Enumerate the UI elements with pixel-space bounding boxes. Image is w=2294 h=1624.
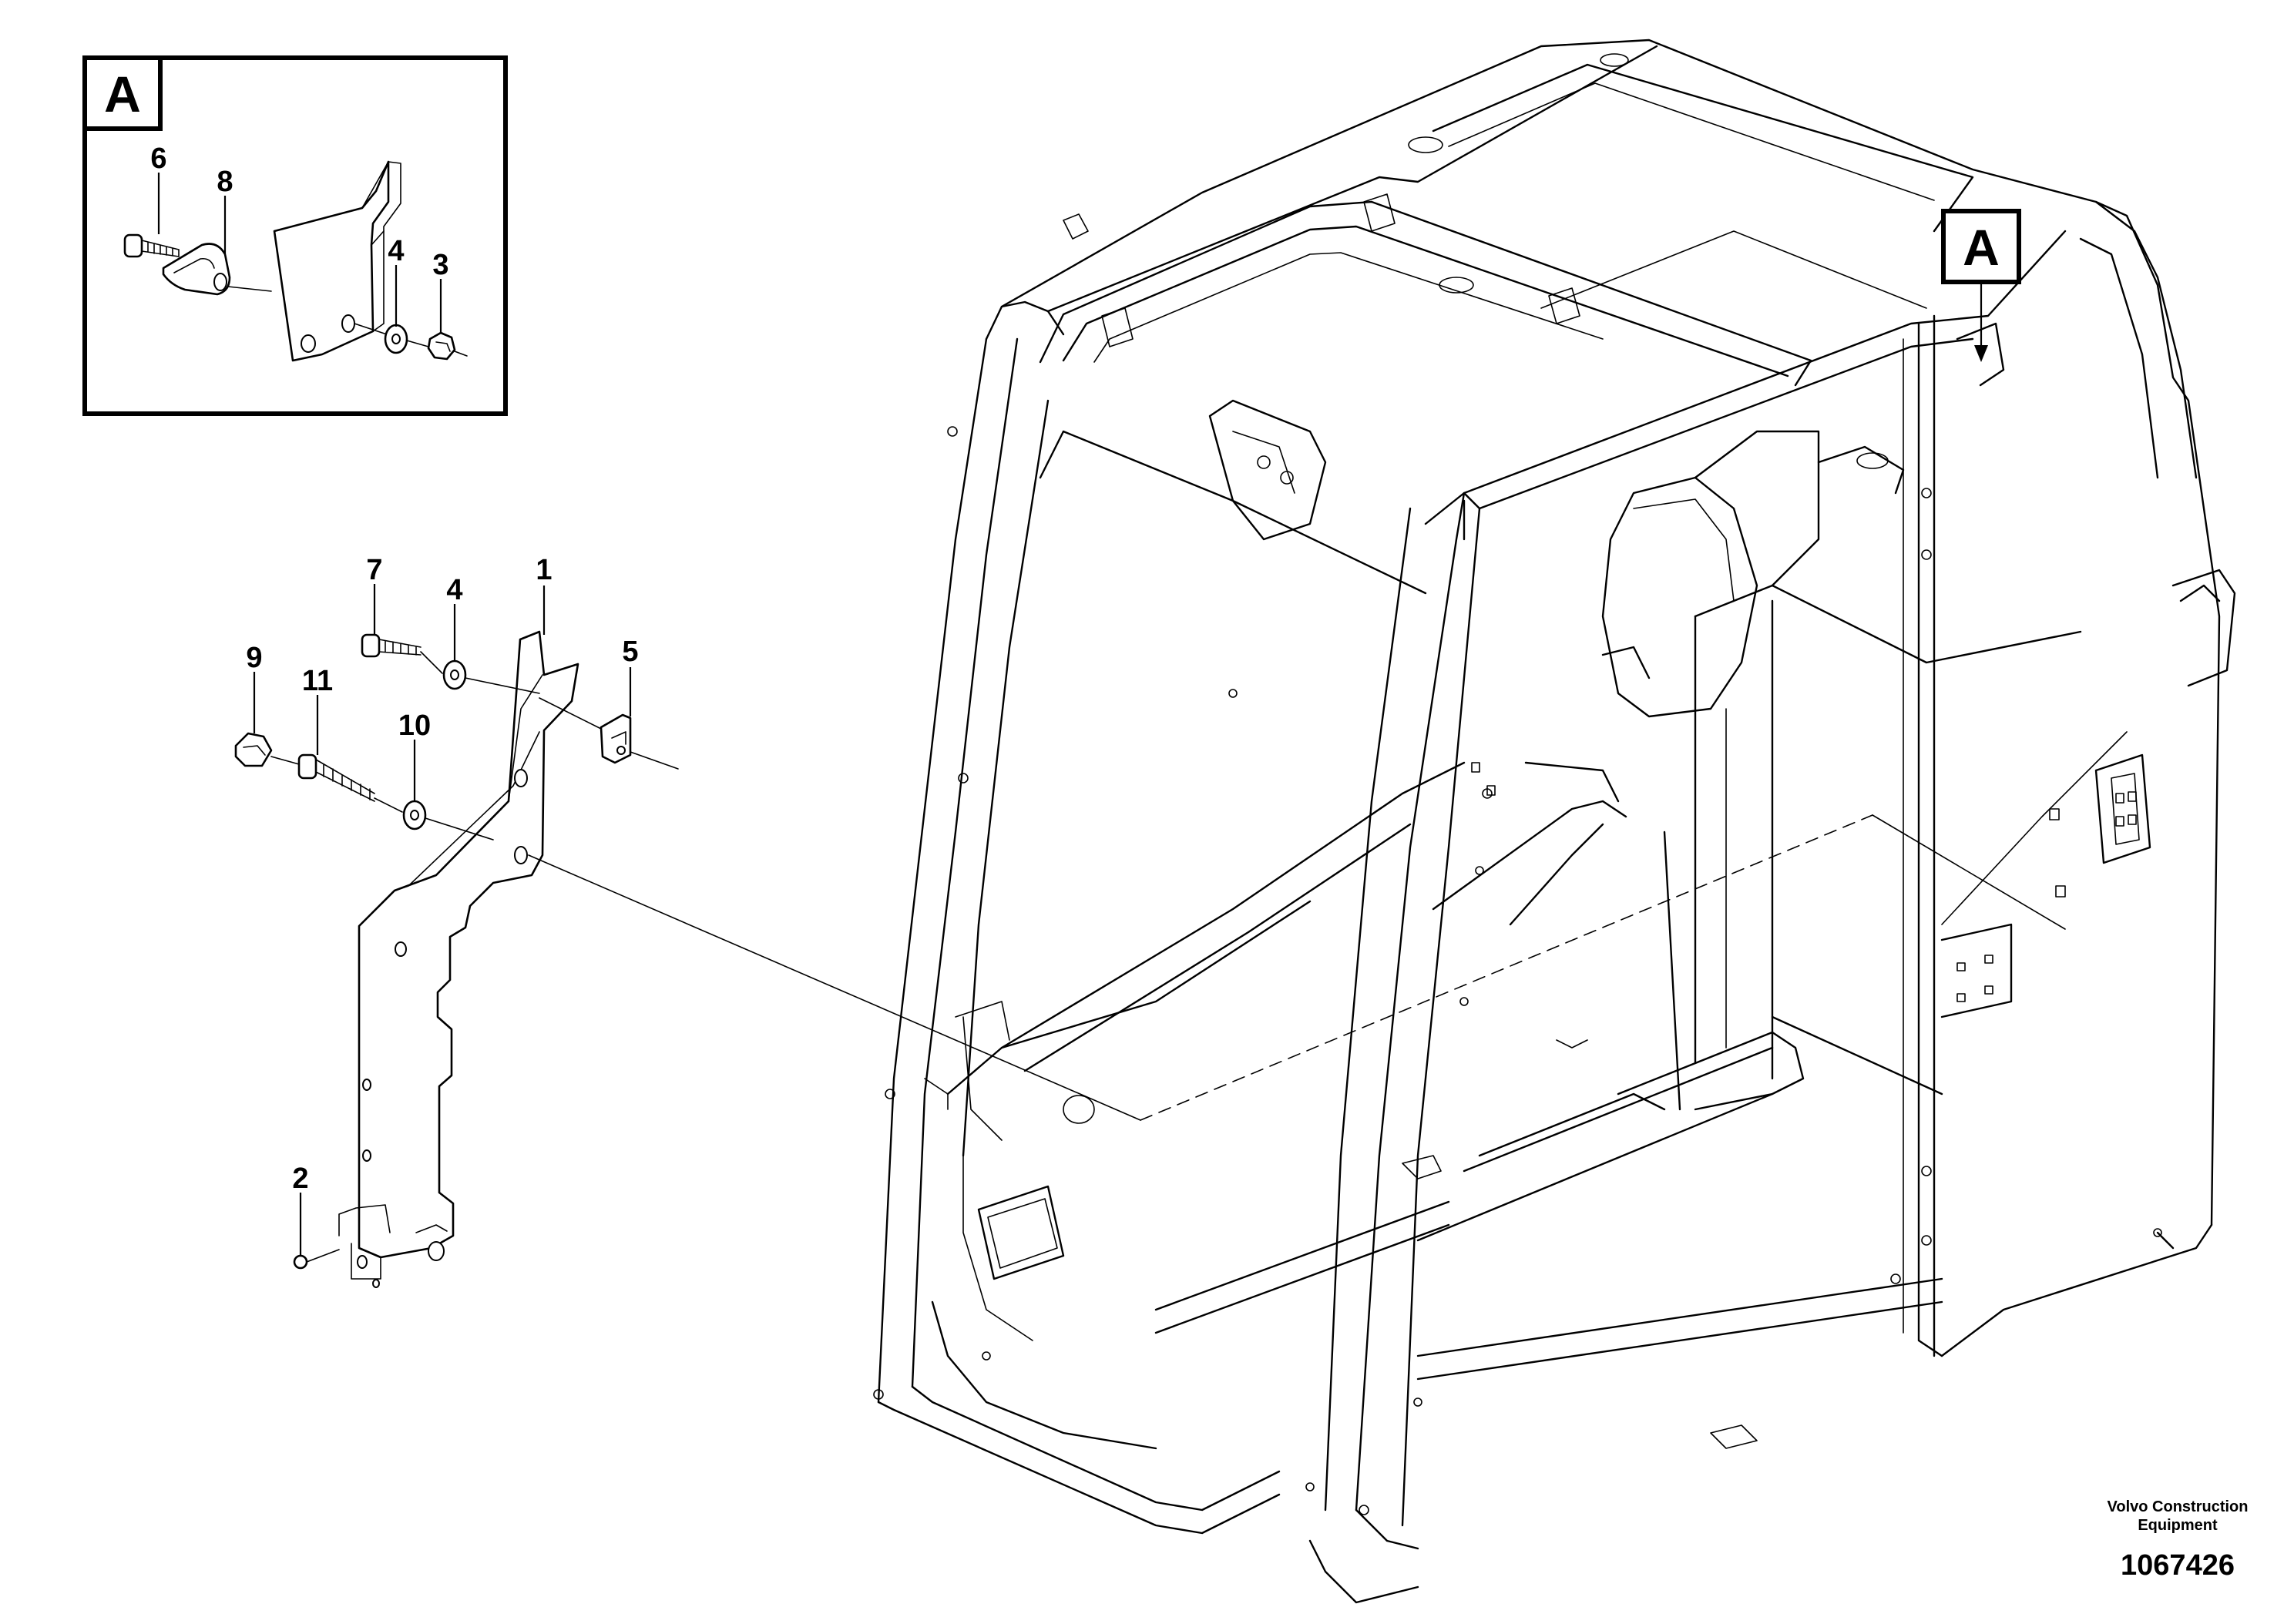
bracket-assembly: 1 7 4 5 9 11 10 2: [234, 554, 2066, 1288]
detail-nut-3: [427, 331, 456, 361]
bracket-part-1: [338, 630, 579, 1288]
detail-bracket-plate: [273, 160, 401, 362]
nut-part-9: [234, 732, 273, 767]
clip-nut-part-5: [600, 713, 632, 764]
detail-clip-8: [162, 243, 231, 296]
callout-10: 10: [398, 710, 431, 742]
washer-part-10: [402, 800, 427, 830]
publisher-line-1: Volvo Construction: [2108, 1498, 2249, 1515]
callout-7: 7: [366, 554, 382, 586]
assembly-line-solid: [528, 854, 1141, 1121]
bolt-part-11: [297, 753, 375, 802]
callout-11: 11: [302, 665, 333, 697]
detail-washer-4: [384, 324, 408, 354]
cab-view-a-label: A: [1941, 209, 2021, 362]
screw-part-7: [361, 633, 422, 658]
detail-callout-3: 3: [432, 249, 448, 281]
detail-callout-4: 4: [388, 235, 404, 267]
detail-view-letter: A: [104, 65, 141, 122]
cab-frame: [873, 39, 2236, 1604]
detail-view-label-box: [82, 55, 163, 131]
cab-view-a-box: [1941, 209, 2021, 284]
cab-view-a-letter: A: [1963, 219, 2000, 276]
washer-part-4: [442, 659, 467, 690]
assembly-line-dashed: [1140, 814, 1873, 1121]
detail-screw-6: [123, 233, 180, 258]
callout-4: 4: [446, 574, 462, 606]
nut-part-2: [293, 1254, 308, 1270]
illustration-number: 1067426: [2121, 1549, 2235, 1582]
callout-1: 1: [536, 554, 552, 586]
callout-9: 9: [246, 642, 262, 674]
detail-callout-6: 6: [150, 143, 166, 175]
callout-5: 5: [622, 636, 638, 668]
callout-2: 2: [292, 1163, 308, 1195]
detail-callout-8: 8: [217, 166, 233, 198]
publisher-line-2: Equipment: [2138, 1517, 2218, 1534]
detail-view-a: A: [82, 55, 508, 416]
